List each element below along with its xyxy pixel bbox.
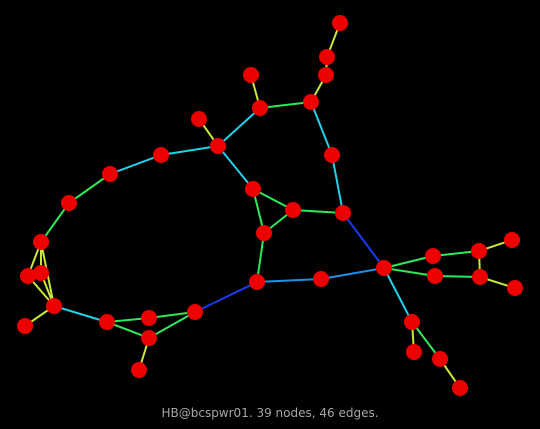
- graph-edge: [40, 202, 70, 243]
- graph-node: [33, 234, 49, 250]
- graph-caption: HB@bcspwr01. 39 nodes, 46 edges.: [161, 406, 379, 420]
- graph-node: [61, 195, 77, 211]
- graph-edge: [256, 232, 265, 283]
- graph-edge: [160, 145, 219, 156]
- graph-node: [507, 280, 523, 296]
- graph-edge: [217, 107, 261, 147]
- graph-node: [303, 94, 319, 110]
- graph-node: [256, 225, 272, 241]
- graph-node: [249, 274, 265, 290]
- graph-edge: [217, 145, 254, 190]
- graph-node: [324, 147, 340, 163]
- graph-edge: [259, 101, 312, 109]
- graph-node: [432, 351, 448, 367]
- graph-edge: [109, 154, 162, 175]
- node-layer: [17, 15, 523, 396]
- graph-node: [46, 298, 62, 314]
- graph-edge: [383, 267, 436, 277]
- graph-node: [504, 232, 520, 248]
- graph-node: [17, 318, 33, 334]
- graph-node: [313, 271, 329, 287]
- graph-edge: [256, 278, 322, 283]
- graph-node: [210, 138, 226, 154]
- graph-edge: [331, 154, 344, 214]
- graph-node: [20, 268, 36, 284]
- graph-node: [153, 147, 169, 163]
- graph-node: [472, 269, 488, 285]
- graph-node: [131, 362, 147, 378]
- graph-node: [425, 248, 441, 264]
- graph-node: [406, 344, 422, 360]
- graph-edge: [342, 212, 385, 269]
- graph-node: [245, 181, 261, 197]
- graph-node: [33, 265, 49, 281]
- graph-node: [141, 310, 157, 326]
- graph-node: [141, 330, 157, 346]
- graph-node: [376, 260, 392, 276]
- graph-node: [471, 243, 487, 259]
- graph-edge: [53, 305, 108, 323]
- graph-node: [332, 15, 348, 31]
- graph-edge: [68, 173, 111, 204]
- graph-edge: [310, 101, 333, 156]
- graph-edge: [383, 267, 413, 323]
- graph-node: [404, 314, 420, 330]
- graph-node: [319, 49, 335, 65]
- graph-node: [427, 268, 443, 284]
- graph-node: [335, 205, 351, 221]
- graph-edge: [194, 281, 258, 313]
- edge-layer: [24, 22, 516, 389]
- graph-edge: [320, 267, 385, 280]
- graph-node: [187, 304, 203, 320]
- graph-edge: [383, 255, 434, 269]
- graph-node: [285, 202, 301, 218]
- graph-node: [99, 314, 115, 330]
- graph-node: [102, 166, 118, 182]
- graph-node: [318, 67, 334, 83]
- graph-node: [191, 111, 207, 127]
- graph-edge: [292, 209, 344, 214]
- graph-node: [243, 67, 259, 83]
- graph-node: [452, 380, 468, 396]
- graph-edge: [148, 311, 196, 339]
- graph-node: [252, 100, 268, 116]
